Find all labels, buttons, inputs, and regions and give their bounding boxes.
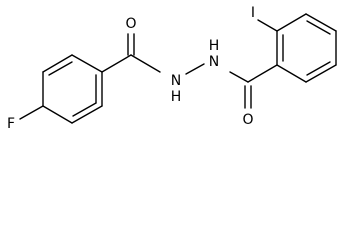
- bond: [130, 54, 161, 73]
- molecule-structure-diagram: F O N H N H O I: [7, 5, 337, 132]
- bond: [71, 105, 103, 124]
- double-bond: [72, 102, 97, 117]
- bond: [71, 54, 103, 73]
- carbonyl-oxygen-right-label: O: [242, 112, 253, 128]
- nitrogen-left-label: N: [171, 73, 181, 89]
- bond: [276, 64, 307, 83]
- double-bond: [48, 61, 73, 76]
- carbonyl-oxygen-left-label: O: [125, 16, 136, 32]
- bond: [42, 105, 73, 124]
- hydrogen-right-label: H: [209, 38, 220, 54]
- bond: [247, 64, 278, 83]
- bond: [276, 13, 307, 32]
- bond: [305, 64, 337, 83]
- double-bond: [306, 61, 331, 76]
- hydrogen-left-label: H: [171, 89, 182, 105]
- fluorine-atom-label: F: [7, 116, 15, 132]
- bond: [185, 63, 205, 75]
- iodophenyl-ring: [276, 13, 337, 83]
- bond: [19, 105, 44, 120]
- double-bond: [306, 20, 331, 35]
- bond: [305, 13, 337, 32]
- bond: [229, 71, 249, 83]
- nitrogen-right-label: N: [209, 54, 219, 70]
- bond: [257, 19, 278, 32]
- bond: [42, 54, 73, 73]
- fluorophenyl-ring: [42, 54, 103, 124]
- bond: [101, 54, 132, 73]
- iodine-atom-label: I: [251, 5, 255, 21]
